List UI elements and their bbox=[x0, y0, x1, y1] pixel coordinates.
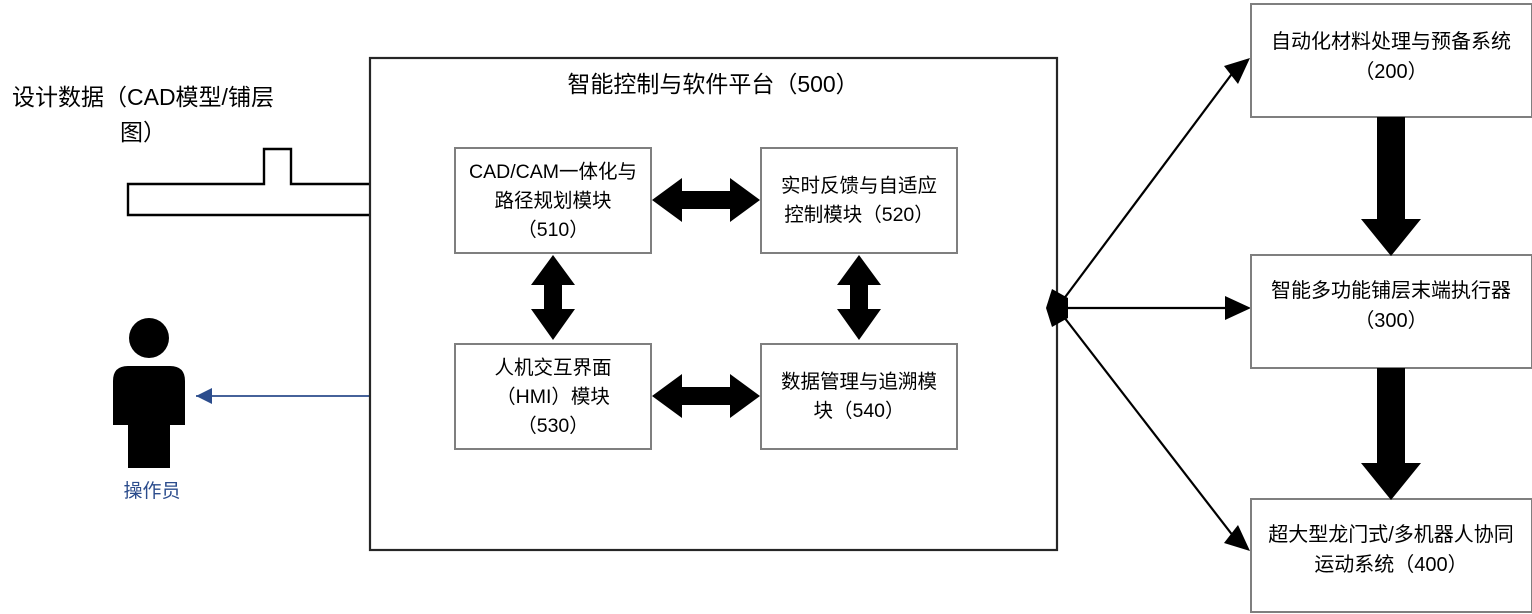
link-platform-to-300 bbox=[1057, 296, 1251, 320]
person-body-icon bbox=[113, 366, 185, 468]
module-530-line2: （HMI）模块 bbox=[496, 386, 610, 408]
link-530-540 bbox=[652, 374, 760, 418]
link-510-520 bbox=[652, 178, 760, 222]
link-platform-to-200 bbox=[1056, 58, 1250, 309]
module-510-line3: （510） bbox=[517, 219, 589, 241]
module-540-line2: 块（540） bbox=[813, 400, 904, 422]
operator-figure: 操作员 bbox=[113, 318, 185, 502]
module-540-line1: 数据管理与追溯模 bbox=[781, 371, 937, 393]
platform-frame-500 bbox=[368, 56, 1059, 552]
link-510-530 bbox=[531, 255, 575, 340]
design-data-line2: 图） bbox=[120, 119, 166, 145]
operator-label: 操作员 bbox=[123, 480, 180, 502]
module-510-box[interactable] bbox=[454, 147, 652, 254]
link-520-540 bbox=[837, 255, 881, 340]
link-platform-to-400 bbox=[1056, 307, 1250, 551]
design-data-line1: 设计数据（CAD模型/铺层 bbox=[12, 84, 274, 110]
module-510-line2: 路径规划模块 bbox=[494, 190, 611, 212]
subsystem-200-line1: 自动化材料处理与预备系统 bbox=[1271, 30, 1511, 53]
module-520-line1: 实时反馈与自适应 bbox=[781, 175, 937, 197]
module-520[interactable]: 实时反馈与自适应 控制模块（520） bbox=[760, 147, 958, 254]
module-520-line2: 控制模块（520） bbox=[784, 204, 934, 226]
arrowhead-left-icon bbox=[196, 388, 212, 404]
person-head-icon bbox=[129, 318, 169, 358]
link-300-400 bbox=[1361, 368, 1421, 500]
subsystem-200[interactable]: 自动化材料处理与预备系统 （200） bbox=[1250, 3, 1532, 118]
module-530-box[interactable] bbox=[454, 343, 652, 450]
module-510[interactable]: CAD/CAM一体化与 路径规划模块 （510） bbox=[454, 147, 652, 254]
link-200-300 bbox=[1361, 117, 1421, 256]
subsystem-300-line1: 智能多功能铺层末端执行器 bbox=[1271, 279, 1511, 302]
subsystem-200-line2: （200） bbox=[1354, 60, 1427, 83]
subsystem-300-line2: （300） bbox=[1354, 309, 1427, 332]
design-data-label: 设计数据（CAD模型/铺层 图） bbox=[12, 84, 274, 145]
subsystem-400-line2: 运动系统（400） bbox=[1314, 553, 1467, 576]
subsystem-400-line1: 超大型龙门式/多机器人协同 bbox=[1268, 523, 1514, 546]
module-540-box[interactable] bbox=[760, 343, 958, 450]
subsystem-300[interactable]: 智能多功能铺层末端执行器 （300） bbox=[1250, 254, 1532, 369]
module-520-box[interactable] bbox=[760, 147, 958, 254]
module-530[interactable]: 人机交互界面 （HMI）模块 （530） bbox=[454, 343, 652, 450]
module-510-line1: CAD/CAM一体化与 bbox=[469, 161, 637, 183]
subsystem-400[interactable]: 超大型龙门式/多机器人协同 运动系统（400） bbox=[1250, 498, 1532, 613]
platform-title: 智能控制与软件平台（500） bbox=[567, 71, 858, 97]
module-530-line3: （530） bbox=[517, 415, 589, 437]
module-530-line1: 人机交互界面 bbox=[494, 357, 611, 379]
module-540[interactable]: 数据管理与追溯模 块（540） bbox=[760, 343, 958, 450]
